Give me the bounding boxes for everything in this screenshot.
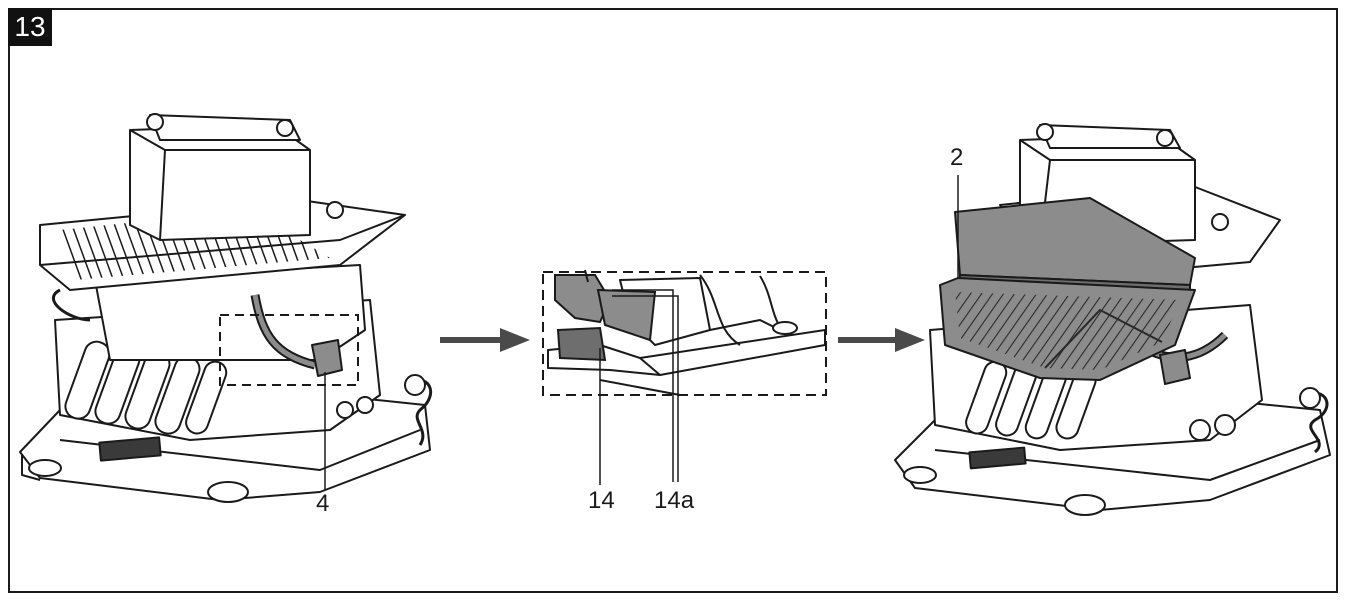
figure-number-badge: 13 (8, 8, 52, 46)
callout-2: 2 (950, 144, 964, 171)
detail-box-left (219, 314, 359, 386)
dust-cover-part-2 (939, 197, 1196, 381)
leader-line-14a-outer (612, 295, 679, 482)
arrow-right-1 (440, 328, 530, 352)
detail-view (542, 269, 827, 396)
callout-14: 14 (588, 487, 615, 514)
figure-frame (8, 8, 1338, 593)
leader-line-14a-inner (612, 289, 674, 482)
callout-4: 4 (316, 490, 330, 517)
callout-14a: 14a (654, 487, 695, 514)
sander-machine-left (19, 113, 433, 503)
arrow-right-2 (838, 328, 925, 352)
front-drum-bays-right (965, 360, 1097, 440)
